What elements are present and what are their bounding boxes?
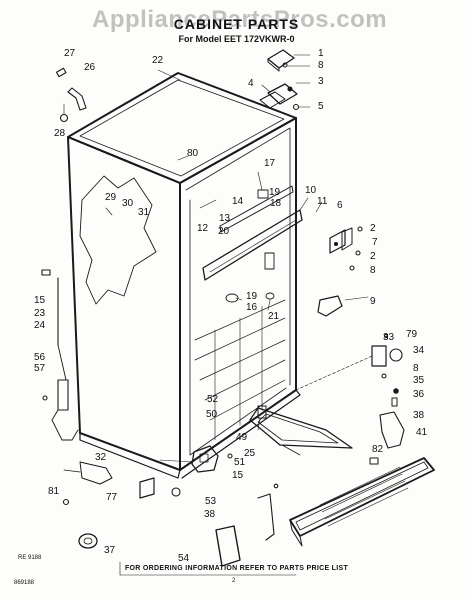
callout-c8c: 8 [413, 363, 419, 374]
callout-c16: 16 [246, 302, 258, 313]
callout-c23: 23 [34, 308, 46, 319]
callout-c57: 57 [34, 363, 46, 374]
left-wiring-parts [41, 269, 79, 441]
diagram-title: CABINET PARTS [173, 16, 300, 32]
door-stop-parts [55, 67, 87, 123]
callout-c52: 52 [207, 394, 219, 405]
callout-c50: 50 [206, 409, 218, 420]
callout-c9: 9 [370, 296, 376, 307]
callout-c2b: 2 [370, 251, 376, 262]
callout-c38a: 38 [413, 410, 425, 421]
callout-c53: 53 [205, 496, 217, 507]
callout-c8a: 8 [318, 60, 324, 71]
callout-c26: 26 [84, 62, 96, 73]
callout-c28: 28 [54, 128, 66, 139]
callout-c29: 29 [105, 192, 117, 203]
callout-c25: 25 [244, 448, 256, 459]
callout-c5: 5 [318, 101, 324, 112]
callout-c8b: 8 [370, 265, 376, 276]
callout-c32: 32 [95, 452, 107, 463]
callout-c36: 36 [413, 389, 425, 400]
cabinet-shell [67, 72, 303, 479]
callout-c10: 10 [305, 185, 317, 196]
code-left-bottom: 869188 [14, 580, 35, 586]
callout-c27: 27 [64, 48, 76, 59]
callout-c34: 34 [413, 345, 425, 356]
top-hinge-assembly [259, 49, 311, 111]
callout-c6: 6 [337, 200, 343, 211]
callout-c51: 51 [234, 457, 246, 468]
callout-c15b: 15 [232, 470, 244, 481]
lower-small-parts [62, 405, 379, 576]
callout-c81: 81 [48, 486, 60, 497]
callout-c49: 49 [236, 432, 248, 443]
watermark: AppliancePartsPros.com [92, 6, 388, 33]
callout-c18: 18 [270, 198, 282, 209]
callout-c2a: 2 [370, 223, 376, 234]
ordering-footer: FOR ORDERING INFORMATION REFER TO PARTS … [124, 565, 349, 572]
callout-c14: 14 [232, 196, 244, 207]
callout-c20: 20 [218, 226, 230, 237]
code-left-mid: RE 9188 [18, 555, 42, 561]
callout-c11: 11 [317, 196, 328, 207]
base-grille [289, 457, 435, 547]
callout-c33: 33 [383, 332, 395, 343]
callout-c7: 7 [372, 237, 378, 248]
right-hinge-hardware [299, 197, 369, 317]
callout-c12: 12 [197, 223, 209, 234]
callout-c37: 37 [104, 545, 116, 556]
callout-c13: 13 [219, 213, 231, 224]
callout-c17: 17 [264, 158, 276, 169]
callout-c56: 56 [34, 352, 46, 363]
callout-c30: 30 [122, 198, 134, 209]
callout-c3: 3 [318, 76, 324, 87]
callout-c35: 35 [413, 375, 425, 386]
callout-c77: 77 [106, 492, 118, 503]
leader-lines [105, 69, 271, 463]
drain-pan [249, 407, 353, 456]
callout-c22: 22 [152, 55, 164, 66]
callout-c79: 79 [406, 329, 418, 340]
lower-hinge-assembly [295, 333, 405, 449]
callout-c4: 4 [248, 78, 254, 89]
callout-c15a: 15 [34, 295, 46, 306]
diagram-subtitle: For Model EET 172VKWR-0 [178, 34, 295, 44]
callout-c80: 80 [187, 148, 199, 159]
callout-c38b: 38 [204, 509, 216, 520]
callout-c19a: 19 [269, 187, 281, 198]
callout-c19b: 19 [246, 291, 258, 302]
callout-c21: 21 [268, 311, 280, 322]
callout-c24: 24 [34, 320, 46, 331]
callout-c82: 82 [372, 444, 384, 455]
callout-c54: 54 [178, 553, 190, 564]
callout-c41: 41 [416, 427, 428, 438]
callout-c31: 31 [138, 207, 150, 218]
callout-c1: 1 [318, 48, 324, 59]
page-number: 2 [232, 578, 236, 584]
